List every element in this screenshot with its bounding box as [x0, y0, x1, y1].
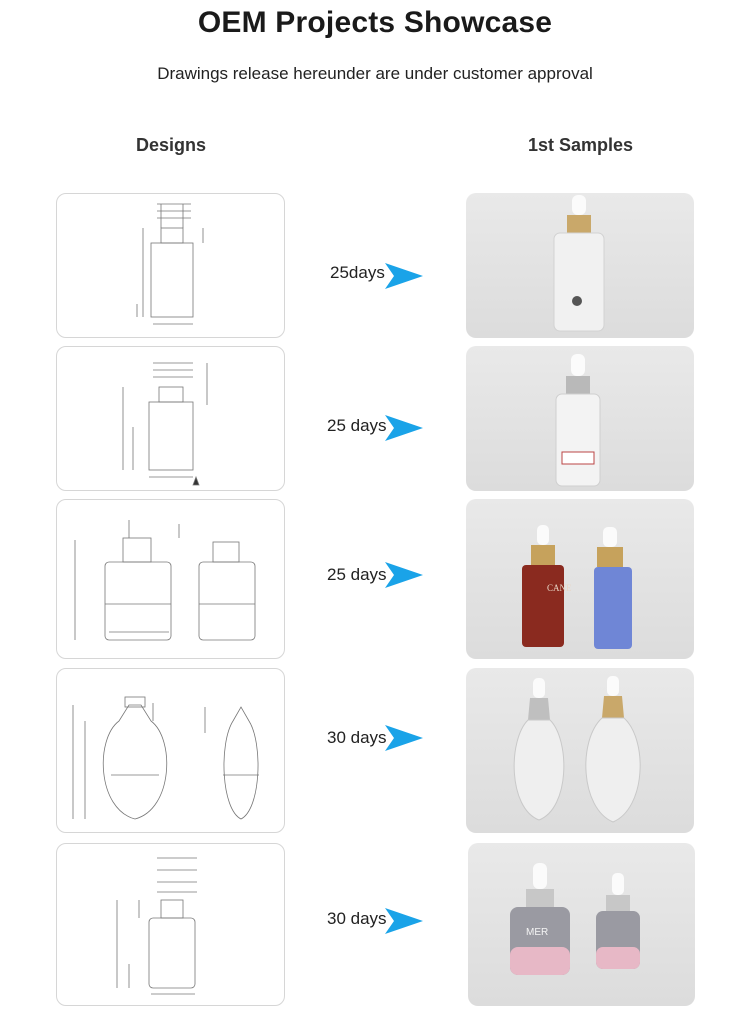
- arrow-icon: [385, 562, 423, 588]
- sample-5-label: MER: [526, 927, 549, 938]
- sample-photo-4: [466, 668, 694, 833]
- design-drawing-5: [56, 843, 285, 1006]
- design-drawing-1: [56, 193, 285, 338]
- arrow-icon: [385, 725, 423, 751]
- arrow-icon: [385, 263, 423, 289]
- lead-time-3: 25 days: [327, 565, 387, 584]
- arrow-icon: [385, 908, 423, 934]
- lead-time-2: 25 days: [327, 416, 387, 435]
- sample-photo-5: MER: [468, 843, 695, 1006]
- designs-column-heading: Designs: [136, 135, 207, 155]
- lead-time-1: 25days: [330, 263, 385, 282]
- design-drawing-3: [56, 499, 285, 659]
- lead-time-5: 30 days: [327, 909, 387, 928]
- sample-photo-3: CANE: [466, 499, 694, 659]
- design-drawing-2: [56, 346, 285, 491]
- page-title: OEM Projects Showcase: [197, 6, 553, 39]
- design-drawing-4: [56, 668, 285, 833]
- sample-photo-2: [466, 346, 694, 491]
- lead-time-4: 30 days: [327, 728, 387, 747]
- arrow-icon: [385, 415, 423, 441]
- sample-3-label: CANE: [547, 583, 572, 593]
- sample-photo-1: [466, 193, 694, 338]
- samples-column-heading: 1st Samples: [528, 135, 634, 155]
- page-subtitle: Drawings release hereunder are under cus…: [157, 64, 593, 83]
